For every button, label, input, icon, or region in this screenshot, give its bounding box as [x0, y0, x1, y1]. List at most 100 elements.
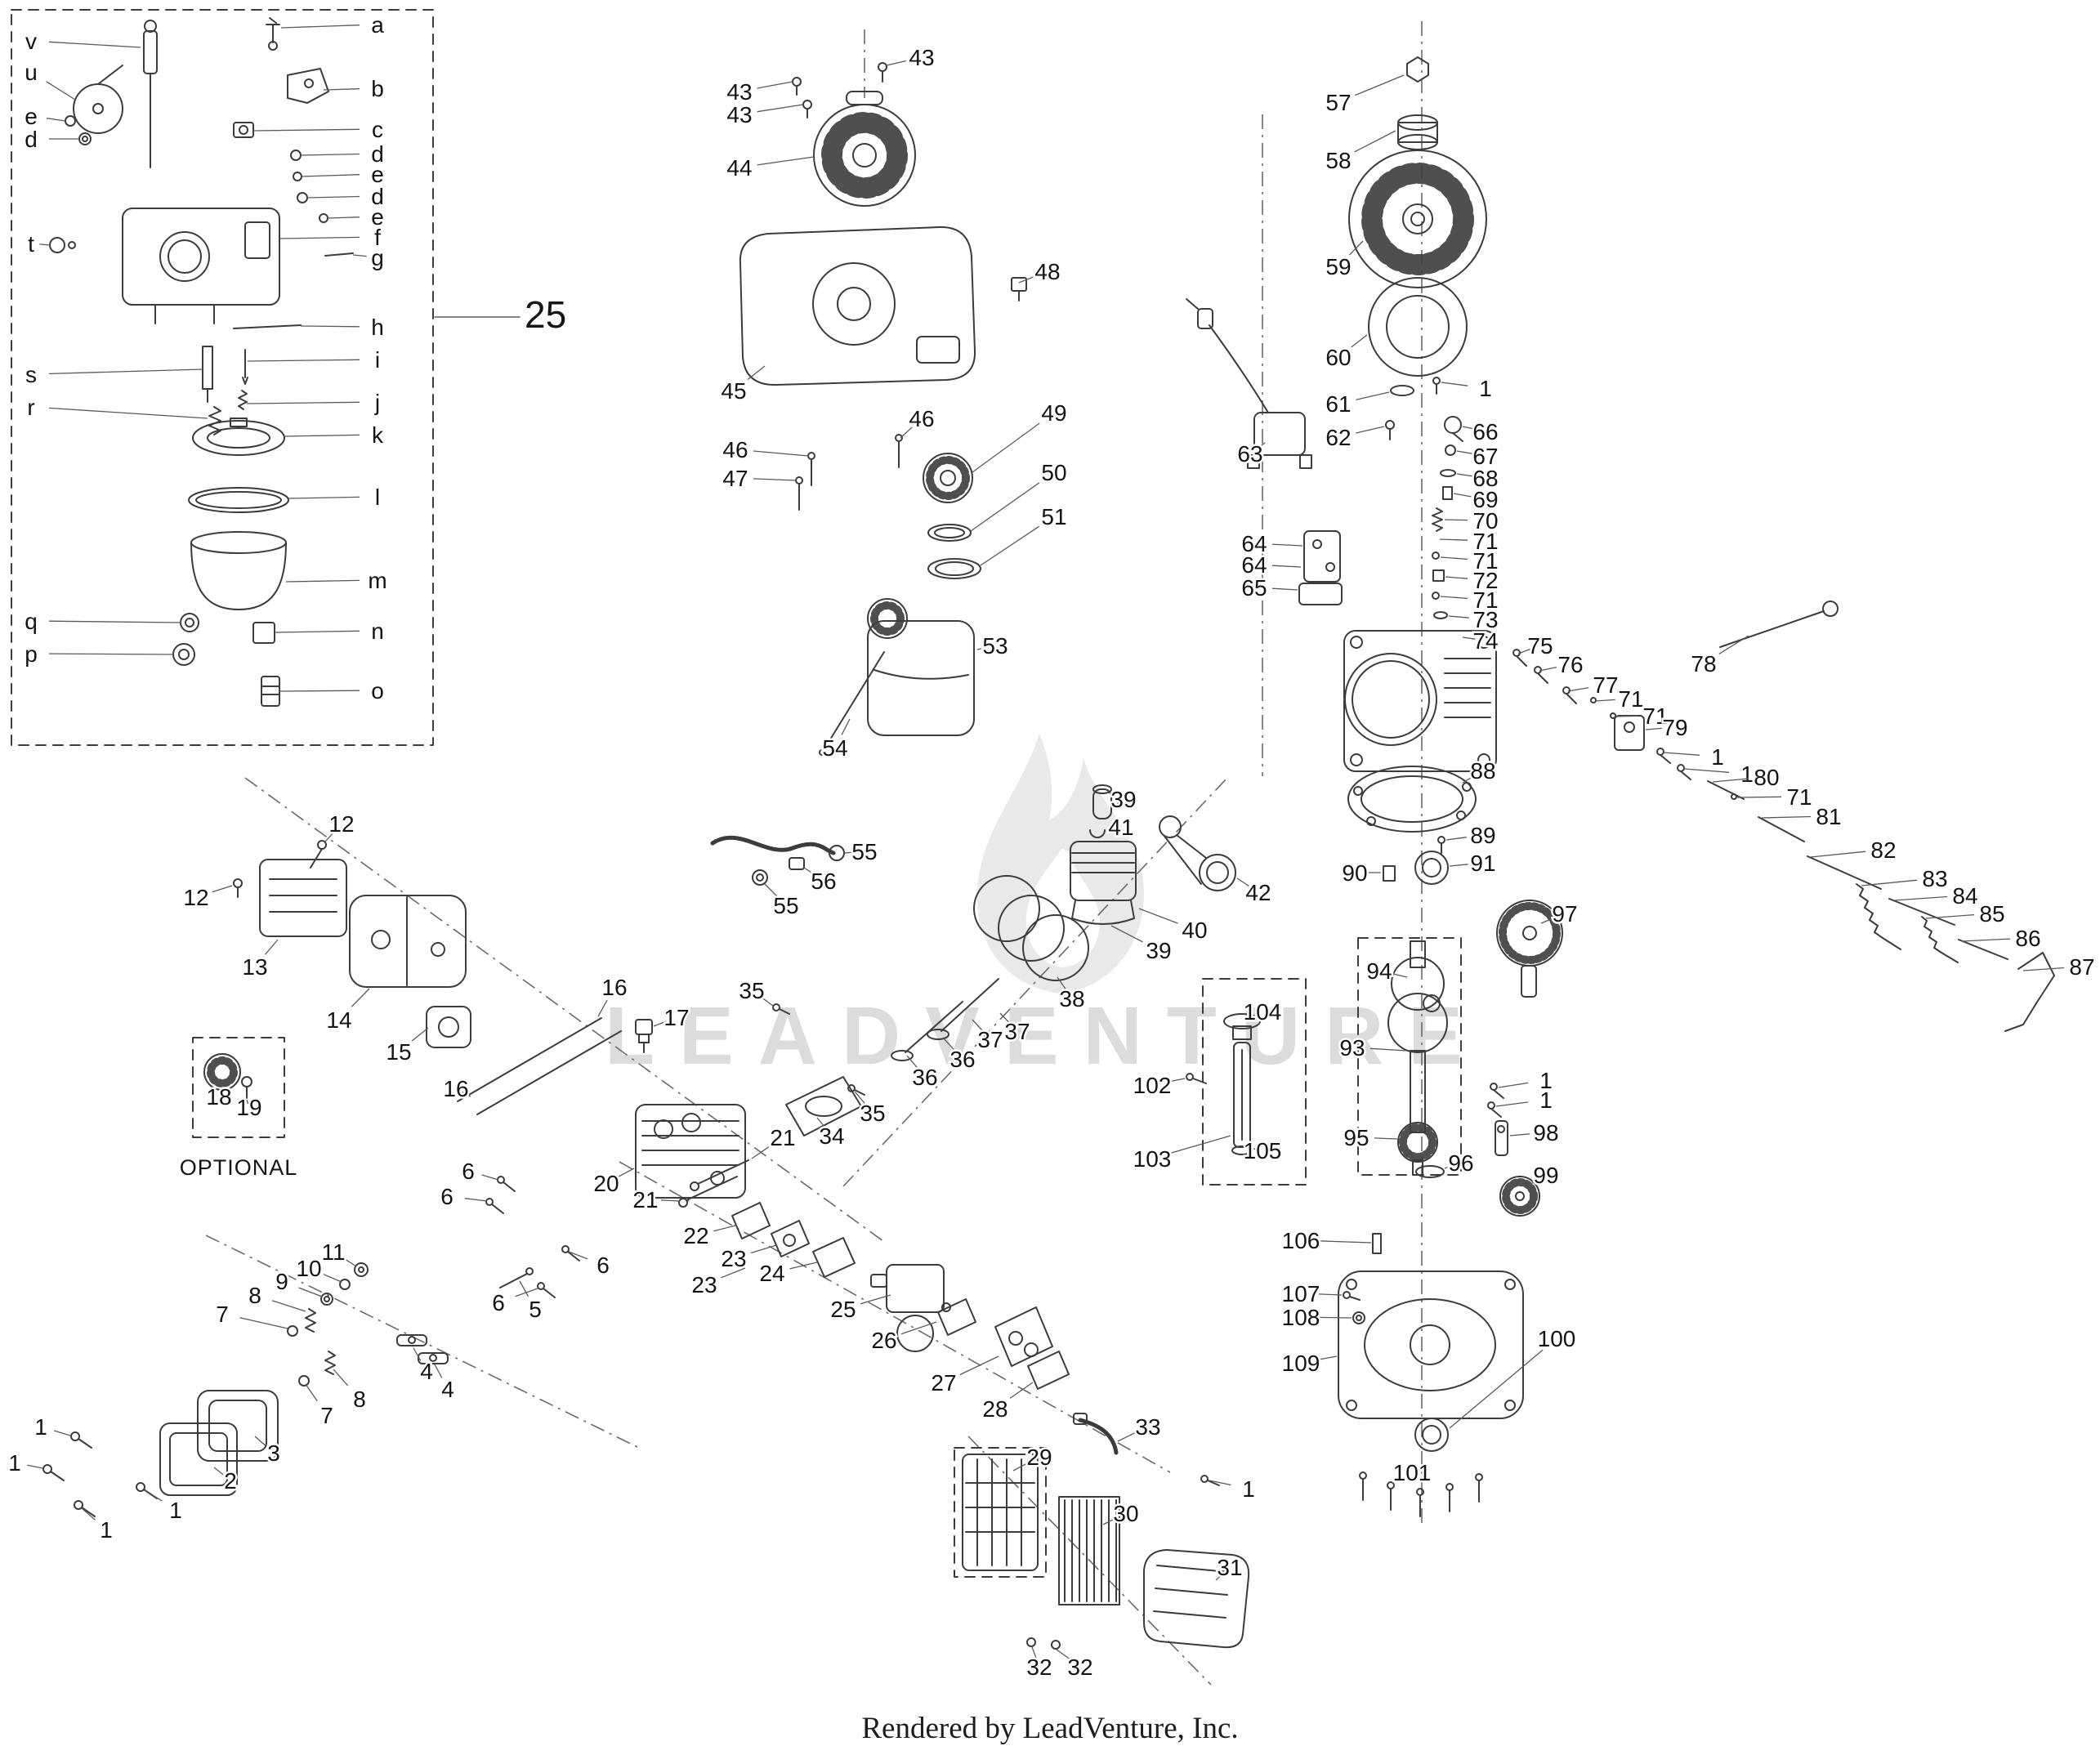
leader-line	[333, 1369, 349, 1387]
leader-line	[279, 690, 360, 692]
leader-line	[1449, 1349, 1544, 1429]
leader-line	[1445, 837, 1467, 841]
callout-67: 67	[1472, 444, 1498, 469]
callout-69: 69	[1472, 487, 1498, 512]
callout-17: 17	[664, 1005, 689, 1030]
callout-38: 38	[1059, 986, 1084, 1011]
callout-a: a	[371, 12, 384, 38]
callout-6: 6	[596, 1253, 610, 1278]
callout-83: 83	[1922, 866, 1947, 891]
leader-line	[301, 174, 360, 177]
leader-line	[906, 1055, 918, 1068]
callout-84: 84	[1952, 883, 1977, 909]
leader-line	[1018, 275, 1035, 284]
leader-line	[39, 243, 51, 246]
leader-line	[352, 254, 367, 257]
callout-78: 78	[1691, 651, 1716, 677]
callout-23: 23	[691, 1272, 717, 1297]
callout-b: b	[371, 76, 384, 101]
leader-line	[764, 883, 777, 896]
leader-line	[145, 1489, 163, 1502]
callout-16: 16	[443, 1076, 468, 1101]
leader-line	[653, 1020, 667, 1027]
inset-ref-label: 25	[525, 293, 567, 336]
callout-6: 6	[440, 1184, 454, 1209]
leader-line	[323, 1274, 342, 1283]
leader-line	[1761, 815, 1812, 819]
leader-line	[1236, 878, 1249, 886]
callout-10: 10	[296, 1256, 321, 1281]
callout-91: 91	[1470, 851, 1495, 876]
callout-u: u	[25, 60, 38, 85]
leader-line	[1316, 1355, 1338, 1361]
callout-15: 15	[386, 1039, 411, 1065]
camshaft-drawing	[1496, 900, 1563, 998]
leader-line	[1448, 615, 1469, 618]
leader-line	[481, 1174, 499, 1181]
leader-line	[1893, 895, 1948, 901]
callout-p: p	[25, 641, 38, 667]
air-filter-drawing	[954, 1413, 1250, 1650]
callout-6: 6	[492, 1290, 505, 1315]
callout-5: 5	[529, 1297, 542, 1322]
callout-37: 37	[977, 1027, 1003, 1052]
leader-line	[1925, 913, 1975, 919]
leader-line	[1138, 908, 1178, 924]
fuel-line-drawing	[710, 835, 845, 886]
crankcase-gasket-drawing	[1347, 766, 1477, 885]
callout-63: 63	[1237, 441, 1262, 467]
leader-line	[976, 646, 988, 650]
callout-47: 47	[722, 466, 748, 491]
leader-line	[1462, 426, 1476, 430]
callout-79: 79	[1662, 715, 1687, 740]
leader-line	[750, 1244, 777, 1254]
callout-46: 46	[722, 437, 748, 462]
leader-line	[1166, 1078, 1186, 1083]
leader-line	[515, 1288, 538, 1297]
leader-line	[1012, 1462, 1028, 1471]
callout-108: 108	[1282, 1305, 1320, 1330]
watermark-text: LEADVENTURE	[605, 990, 1487, 1082]
callout-9: 9	[275, 1269, 288, 1294]
leader-line	[279, 236, 360, 239]
callout-60: 60	[1325, 345, 1351, 370]
leader-line	[1369, 1047, 1408, 1052]
callout-h: h	[371, 315, 384, 340]
callout-102: 102	[1133, 1073, 1172, 1098]
leader-line	[462, 1091, 471, 1097]
leader-line	[959, 1355, 999, 1376]
dipstick-drawing	[1186, 978, 1307, 1186]
leader-line	[519, 1280, 529, 1297]
leader-line	[844, 851, 856, 854]
leader-line	[306, 195, 360, 199]
leadventure-flame-inner	[1025, 848, 1100, 967]
callout-97: 97	[1552, 901, 1577, 927]
callout-46: 46	[909, 406, 934, 431]
leader-line	[351, 988, 370, 1007]
callout-86: 86	[2015, 926, 2040, 951]
callout-73: 73	[1472, 607, 1498, 632]
leader-line	[1615, 715, 1638, 717]
callout-50: 50	[1041, 460, 1066, 485]
leader-line	[970, 482, 1040, 532]
callout-6: 6	[462, 1159, 475, 1184]
callout-j: j	[374, 390, 380, 415]
leader-line	[1056, 1649, 1070, 1660]
callout-2: 2	[224, 1468, 237, 1494]
leader-line	[343, 1257, 357, 1267]
callout-49: 49	[1041, 400, 1066, 426]
leader-line	[327, 217, 360, 219]
callout-1: 1	[1740, 761, 1754, 787]
callout-18: 18	[206, 1084, 231, 1110]
callout-12: 12	[328, 811, 354, 837]
callout-75: 75	[1527, 633, 1553, 659]
callout-35: 35	[739, 978, 764, 1003]
callout-36: 36	[912, 1065, 937, 1090]
leader-line	[298, 1287, 323, 1297]
leader-line	[48, 620, 181, 623]
callout-43: 43	[726, 79, 752, 105]
callout-40: 40	[1182, 918, 1207, 943]
callout-104: 104	[1244, 999, 1282, 1025]
callout-42: 42	[1245, 880, 1271, 905]
leader-line	[568, 1251, 588, 1260]
